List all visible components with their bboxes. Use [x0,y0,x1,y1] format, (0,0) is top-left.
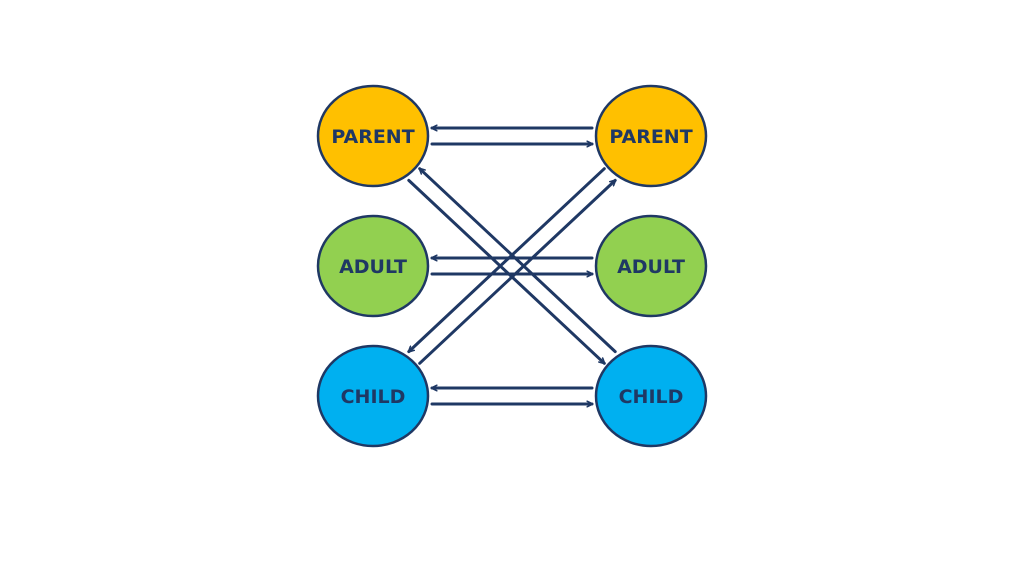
nodes: PARENT ADULT CHILD PARENT ADULT CHILD [316,84,708,448]
node-label: ADULT [339,256,407,278]
node-left-parent: PARENT [316,84,430,188]
node-shape [594,214,708,318]
node-left-child: CHILD [316,344,430,448]
edges [407,128,617,404]
node-label: ADULT [617,256,685,278]
node-right-parent: PARENT [594,84,708,188]
node-shape [316,84,430,188]
arrow-right-child-to-left-parent [418,167,617,354]
node-label: PARENT [331,126,414,148]
node-right-adult: ADULT [594,214,708,318]
node-right-child: CHILD [594,344,708,448]
node-shape [316,214,430,318]
arrow-left-child-to-right-parent [418,178,617,365]
node-shape [594,84,708,188]
arrow-right-parent-to-left-child [407,167,606,354]
node-left-adult: ADULT [316,214,430,318]
node-label: CHILD [341,386,406,408]
arrow-left-parent-to-right-child [407,178,606,365]
node-label: CHILD [619,386,684,408]
node-label: PARENT [609,126,692,148]
node-shape [594,344,708,448]
node-shape [316,344,430,448]
